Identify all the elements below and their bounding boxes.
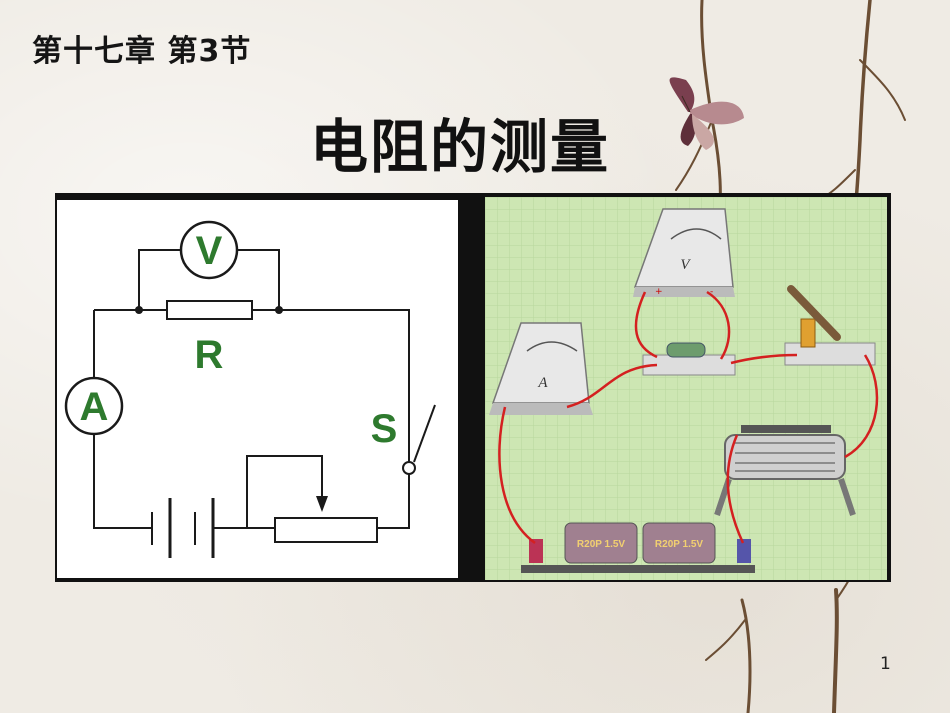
positive-sign: +: [655, 287, 663, 297]
page-number: 1: [880, 654, 891, 674]
switch-board: [784, 342, 876, 366]
rheostat-arrow-icon: [316, 496, 328, 512]
junction-dot: [275, 306, 283, 314]
chapter-heading: 第十七章 第3节: [32, 34, 252, 69]
battery-holder: R20P 1.5V R20P 1.5V: [521, 522, 755, 573]
voltmeter-device: V + -: [633, 208, 735, 297]
ammeter-device-label: A: [537, 375, 548, 391]
page-title: 电阻的测量: [309, 113, 610, 181]
apparatus-illustration: V + - A R20P 1.5V: [485, 197, 887, 580]
ammeter-label: A: [80, 385, 109, 429]
voltmeter-device-label: V: [680, 257, 691, 273]
resistor-device: [666, 342, 706, 358]
resistor-label: R: [195, 333, 224, 377]
battery-1-label: R20P 1.5V: [577, 539, 626, 550]
circuit-schematic: V A R S: [57, 200, 458, 578]
switch-clip: [800, 318, 816, 348]
junction-dot: [135, 306, 143, 314]
ammeter-symbol: [64, 376, 124, 436]
switch-contact: [402, 461, 416, 475]
negative-sign: -: [710, 287, 713, 297]
voltmeter-symbol: [179, 220, 239, 280]
connection-wires: [498, 290, 879, 545]
switch-label: S: [371, 407, 398, 451]
circuit-figure: V A R S V + - A: [55, 193, 891, 582]
voltmeter-label: V: [196, 229, 223, 273]
switch-lever: [787, 285, 841, 341]
rheostat-device: [714, 425, 856, 516]
battery-2-label: R20P 1.5V: [655, 539, 704, 550]
butterfly-icon: [669, 77, 744, 150]
ammeter-device: A: [489, 322, 593, 415]
